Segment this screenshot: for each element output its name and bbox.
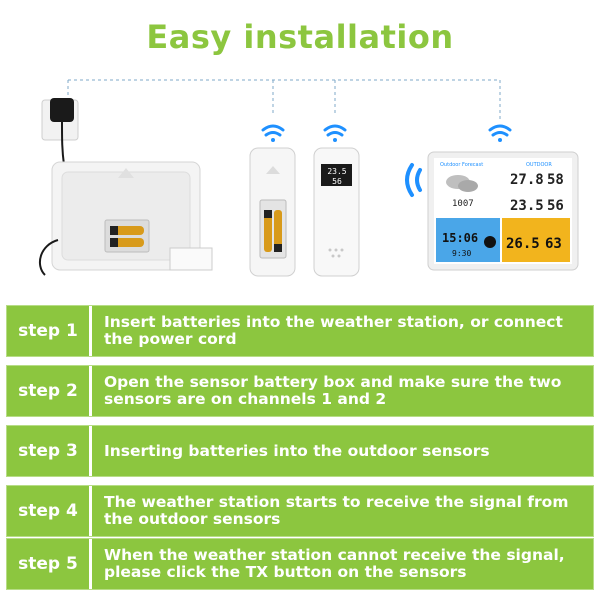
page-title: Easy installation (146, 18, 454, 56)
display-date: 9:30 (452, 249, 471, 258)
sensor-temp: 23.5 (327, 167, 346, 176)
step-text: When the weather station cannot receive … (104, 546, 565, 581)
display-outdoor-hum: 58 (547, 172, 564, 188)
step-row-4: step 4 The weather station starts to rec… (6, 485, 594, 537)
sensor-front: 23.5 56 (313, 147, 360, 277)
wifi-icon (488, 124, 512, 142)
wifi-icon (323, 124, 347, 142)
step-label: step 3 (18, 441, 78, 461)
signal-arcs-icon (405, 163, 422, 197)
step-text: Open the sensor battery box and make sur… (104, 373, 562, 408)
display-ch-hum: 63 (545, 236, 562, 252)
step-text: Insert batteries into the weather statio… (104, 313, 563, 348)
sensor-hum: 56 (332, 177, 342, 186)
step-divider (89, 306, 92, 356)
connector-lines (67, 79, 501, 120)
step-row-1: step 1 Insert batteries into the weather… (6, 305, 594, 357)
step-divider (89, 539, 92, 589)
step-divider (89, 426, 92, 476)
step-text: The weather station starts to receive th… (104, 493, 569, 528)
step-row-2: step 2 Open the sensor battery box and m… (6, 365, 594, 417)
step-text: Inserting batteries into the outdoor sen… (104, 441, 490, 460)
display-header-right: OUTDOOR (526, 162, 552, 168)
display-time: 15:06 (442, 231, 478, 245)
step-label: step 2 (18, 381, 78, 401)
step-label: step 4 (18, 501, 78, 521)
step-label: step 5 (18, 554, 78, 574)
display-ch-temp: 26.5 (506, 236, 540, 252)
step-divider (89, 486, 92, 536)
display-indoor-temp: 23.5 (510, 198, 544, 214)
step-label: step 1 (18, 321, 78, 341)
product-illustration: 23.5 56 Outdoor Forecast OUTDOOR 1007 27… (38, 79, 579, 277)
step-row-5: step 5 When the weather station cannot r… (6, 538, 594, 590)
display-pressure: 1007 (452, 199, 474, 209)
station-back (38, 161, 213, 276)
weather-display: Outdoor Forecast OUTDOOR 1007 27.8 58 23… (427, 151, 579, 271)
step-row-3: step 3 Inserting batteries into the outd… (6, 425, 594, 477)
display-outdoor-temp: 27.8 (510, 172, 544, 188)
sensor-back (249, 147, 296, 277)
display-indoor-hum: 56 (547, 198, 564, 214)
power-plug (41, 98, 79, 166)
wifi-icon (261, 124, 285, 142)
step-divider (89, 366, 92, 416)
display-header-left: Outdoor Forecast (440, 162, 483, 168)
